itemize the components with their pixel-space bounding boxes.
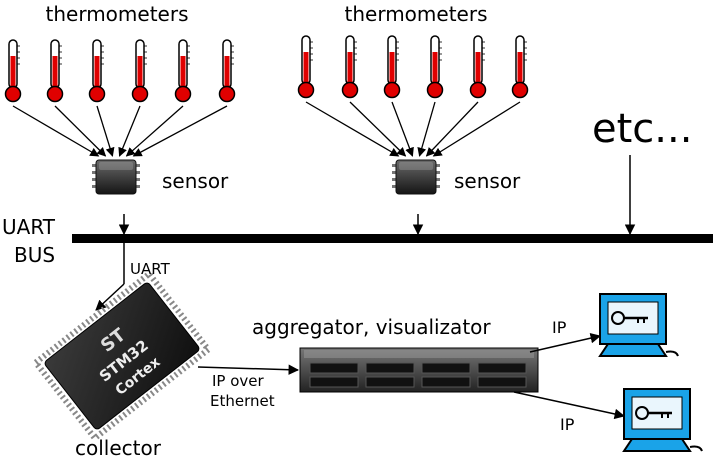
thermometer-arrow-2-5 (425, 101, 479, 157)
thermometer-icon-2-4 (426, 35, 444, 99)
thermometer-icon-2-2 (341, 35, 359, 99)
thermometer-arrow-1-4 (118, 105, 141, 157)
thermometer-row-1 (4, 39, 236, 103)
thermometer-arrow-1-1 (12, 105, 100, 157)
thermometer-icon-1-5 (174, 39, 192, 103)
thermometer-arrow-1-6 (132, 105, 228, 157)
thermometer-arrows-1 (12, 105, 228, 157)
thermometer-icon-1-4 (131, 39, 149, 103)
thermometer-arrow-2-2 (349, 101, 407, 157)
thermometer-icon-1-6 (218, 39, 236, 103)
thermometer-icon-2-6 (511, 35, 529, 99)
ip-label-1: IP (552, 318, 567, 337)
etc-label: etc... (592, 106, 692, 152)
stm32-chip-icon: ST STM32 Cortex (31, 269, 213, 443)
thermometers-title-2: thermometers (345, 2, 488, 26)
thermometer-icon-1-3 (88, 39, 106, 103)
uart-link-arrow-head (95, 283, 125, 311)
server-label: aggregator, visualizator (252, 315, 491, 339)
thermometer-arrow-2-4 (417, 101, 436, 157)
sensor-chip-icon-2 (392, 159, 440, 195)
ethernet-link-arrow (197, 364, 300, 375)
thermometer-icon-2-1 (297, 35, 315, 99)
thermometer-arrow-1-3 (96, 105, 115, 157)
uart-bus-line (72, 234, 713, 243)
thermometer-arrow-1-5 (125, 105, 184, 157)
thermometer-row-2 (297, 35, 529, 99)
client-terminal-icon-2 (622, 388, 703, 452)
thermometer-icon-2-3 (383, 35, 401, 99)
sensor-label-1: sensor (162, 169, 229, 193)
collector-label: collector (75, 436, 162, 460)
thermometers-title-1: thermometers (46, 2, 189, 26)
sensor-label-2: sensor (454, 169, 521, 193)
thermometer-icon-1-2 (46, 39, 64, 103)
thermometer-arrow-2-3 (391, 101, 414, 157)
bus-label-uart: UART (2, 215, 56, 239)
bus-label-bus: BUS (14, 243, 55, 267)
thermometer-arrow-2-6 (432, 101, 521, 157)
client-terminal-icon-1 (598, 293, 679, 357)
uart-link-label: UART (130, 260, 171, 278)
thermometer-arrow-2-1 (305, 101, 400, 157)
ip-label-2: IP (560, 415, 575, 434)
ip-arrow-2 (513, 391, 626, 420)
thermometer-arrows-2 (305, 101, 521, 157)
sensor-chip-icon-1 (92, 159, 140, 195)
thermometer-arrow-1-2 (54, 105, 107, 157)
ip-arrow-1 (529, 332, 602, 353)
thermometer-icon-2-5 (469, 35, 487, 99)
ethernet-label-line1: IP over (212, 372, 265, 390)
rack-server-icon (299, 347, 539, 393)
thermometer-icon-1-1 (4, 39, 22, 103)
ethernet-label-line2: Ethernet (210, 392, 275, 410)
